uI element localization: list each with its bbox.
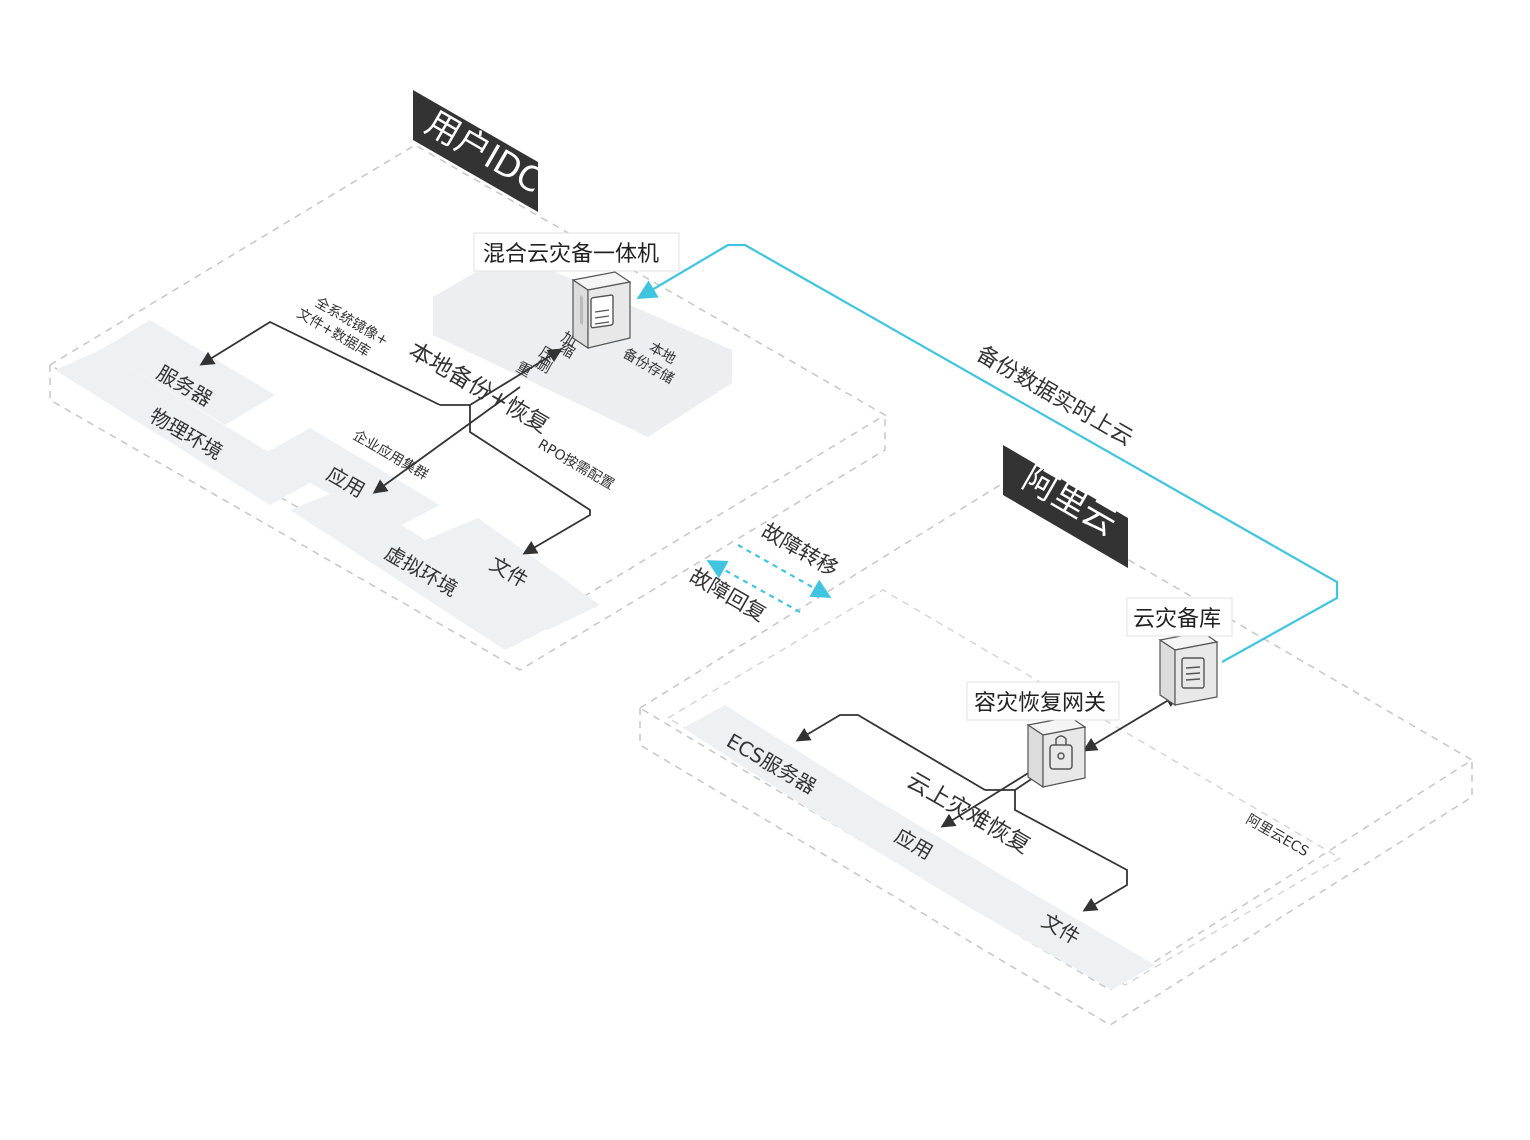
aliyun-region: ECS服务器 应用 文件 阿里云ECS 云上灾难恢复 [638,445,1474,1026]
gateway-vault-link [1082,693,1180,752]
flow-to-ecs-app [940,771,1031,828]
flow-rpo-to-file [469,405,591,555]
tile-app [262,428,440,530]
flow-to-server [199,320,441,406]
gateway-label: 容灾恢复网关 [974,691,1106,716]
gateway-device[interactable] [1026,716,1087,789]
flow-to-ecs-server [795,714,986,791]
flow-to-ecs-file [1014,790,1128,912]
gateway-lock-icon [1049,735,1073,770]
vault-label: 云灾备库 [1133,607,1221,632]
tile-server [100,320,275,425]
failback-arrow [706,560,801,613]
disk-icon [580,294,614,329]
tile-ecs-server [683,705,860,815]
tile-virtual-env [290,488,555,650]
appliance-label: 混合云灾备一体机 [483,242,659,267]
vault-device[interactable] [1158,631,1219,707]
failover-label: 故障转移 [758,519,843,582]
idc-platform-side [49,365,886,671]
idc-region: 服务器 物理环境 应用 虚拟环境 文件 全系统镜像+ 文件+数据库 本地备份+恢… [48,90,887,671]
tile-ecs-app [818,790,1010,905]
tile-ecs-file [965,880,1155,990]
ecs-inner-border [666,589,1342,986]
gateway-callout: 容灾恢复网关 [966,681,1120,721]
realtime-upload-label: 备份数据实时上云 [972,342,1137,452]
failover-arrow [737,544,832,598]
tile-file [425,518,600,630]
tile-physical-env [55,350,315,505]
appliance-device[interactable] [571,271,632,350]
realtime-upload-line [636,243,1339,663]
flow-to-app [372,386,521,494]
vault-disk-icon [1181,657,1205,689]
vault-callout: 云灾备库 [1126,597,1233,637]
appliance-callout: 混合云灾备一体机 [473,232,680,272]
